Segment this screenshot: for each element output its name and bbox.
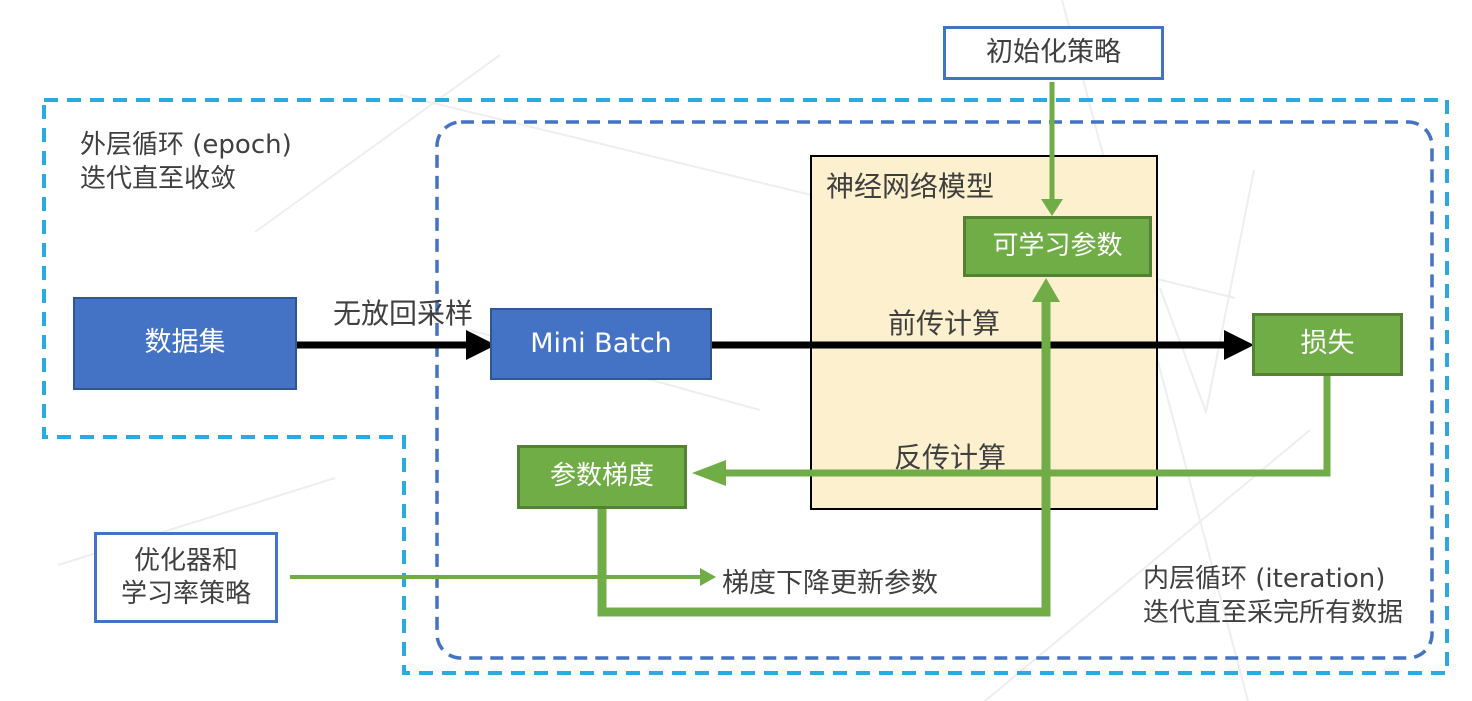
dataset-label: 数据集	[144, 327, 226, 359]
param-gradient-label: 参数梯度	[549, 461, 654, 492]
nn-model-title: 神经网络模型	[826, 170, 995, 203]
optimizer-arrow	[290, 568, 716, 586]
inner-loop-caption: 内层循环 (iteration) 迭代直至采完所有数据	[1143, 563, 1403, 631]
inner-loop-caption-line1: 内层循环 (iteration)	[1143, 564, 1386, 594]
forward-label: 前传计算	[887, 307, 1000, 340]
dataset-box: 数据集	[73, 297, 297, 390]
outer-loop-caption: 外层循环 (epoch) 迭代直至收敛	[80, 129, 292, 197]
outer-loop-caption-line1: 外层循环 (epoch)	[80, 130, 292, 160]
optimizer-box: 优化器和 学习率策略	[94, 532, 278, 623]
optimizer-label-line2: 学习率策略	[120, 578, 251, 609]
outer-loop-caption-line2: 迭代直至收敛	[80, 163, 237, 194]
inner-loop-caption-line2: 迭代直至采完所有数据	[1143, 597, 1404, 628]
loss-label: 损失	[1300, 328, 1355, 360]
update-label: 梯度下降更新参数	[722, 568, 938, 599]
backward-label: 反传计算	[893, 441, 1006, 474]
learnable-params-label: 可学习参数	[992, 230, 1123, 261]
sampling-arrow	[297, 330, 496, 360]
learnable-params-box: 可学习参数	[963, 216, 1152, 277]
init-strategy-box: 初始化策略	[943, 26, 1164, 80]
mini-batch-box: Mini Batch	[490, 308, 712, 380]
loss-box: 损失	[1252, 313, 1403, 376]
optimizer-label-line1: 优化器和	[133, 546, 238, 576]
sampling-label: 无放回采样	[332, 297, 473, 330]
mini-batch-label: Mini Batch	[530, 327, 672, 359]
init-strategy-label: 初始化策略	[986, 36, 1121, 68]
param-gradient-box: 参数梯度	[517, 445, 687, 509]
